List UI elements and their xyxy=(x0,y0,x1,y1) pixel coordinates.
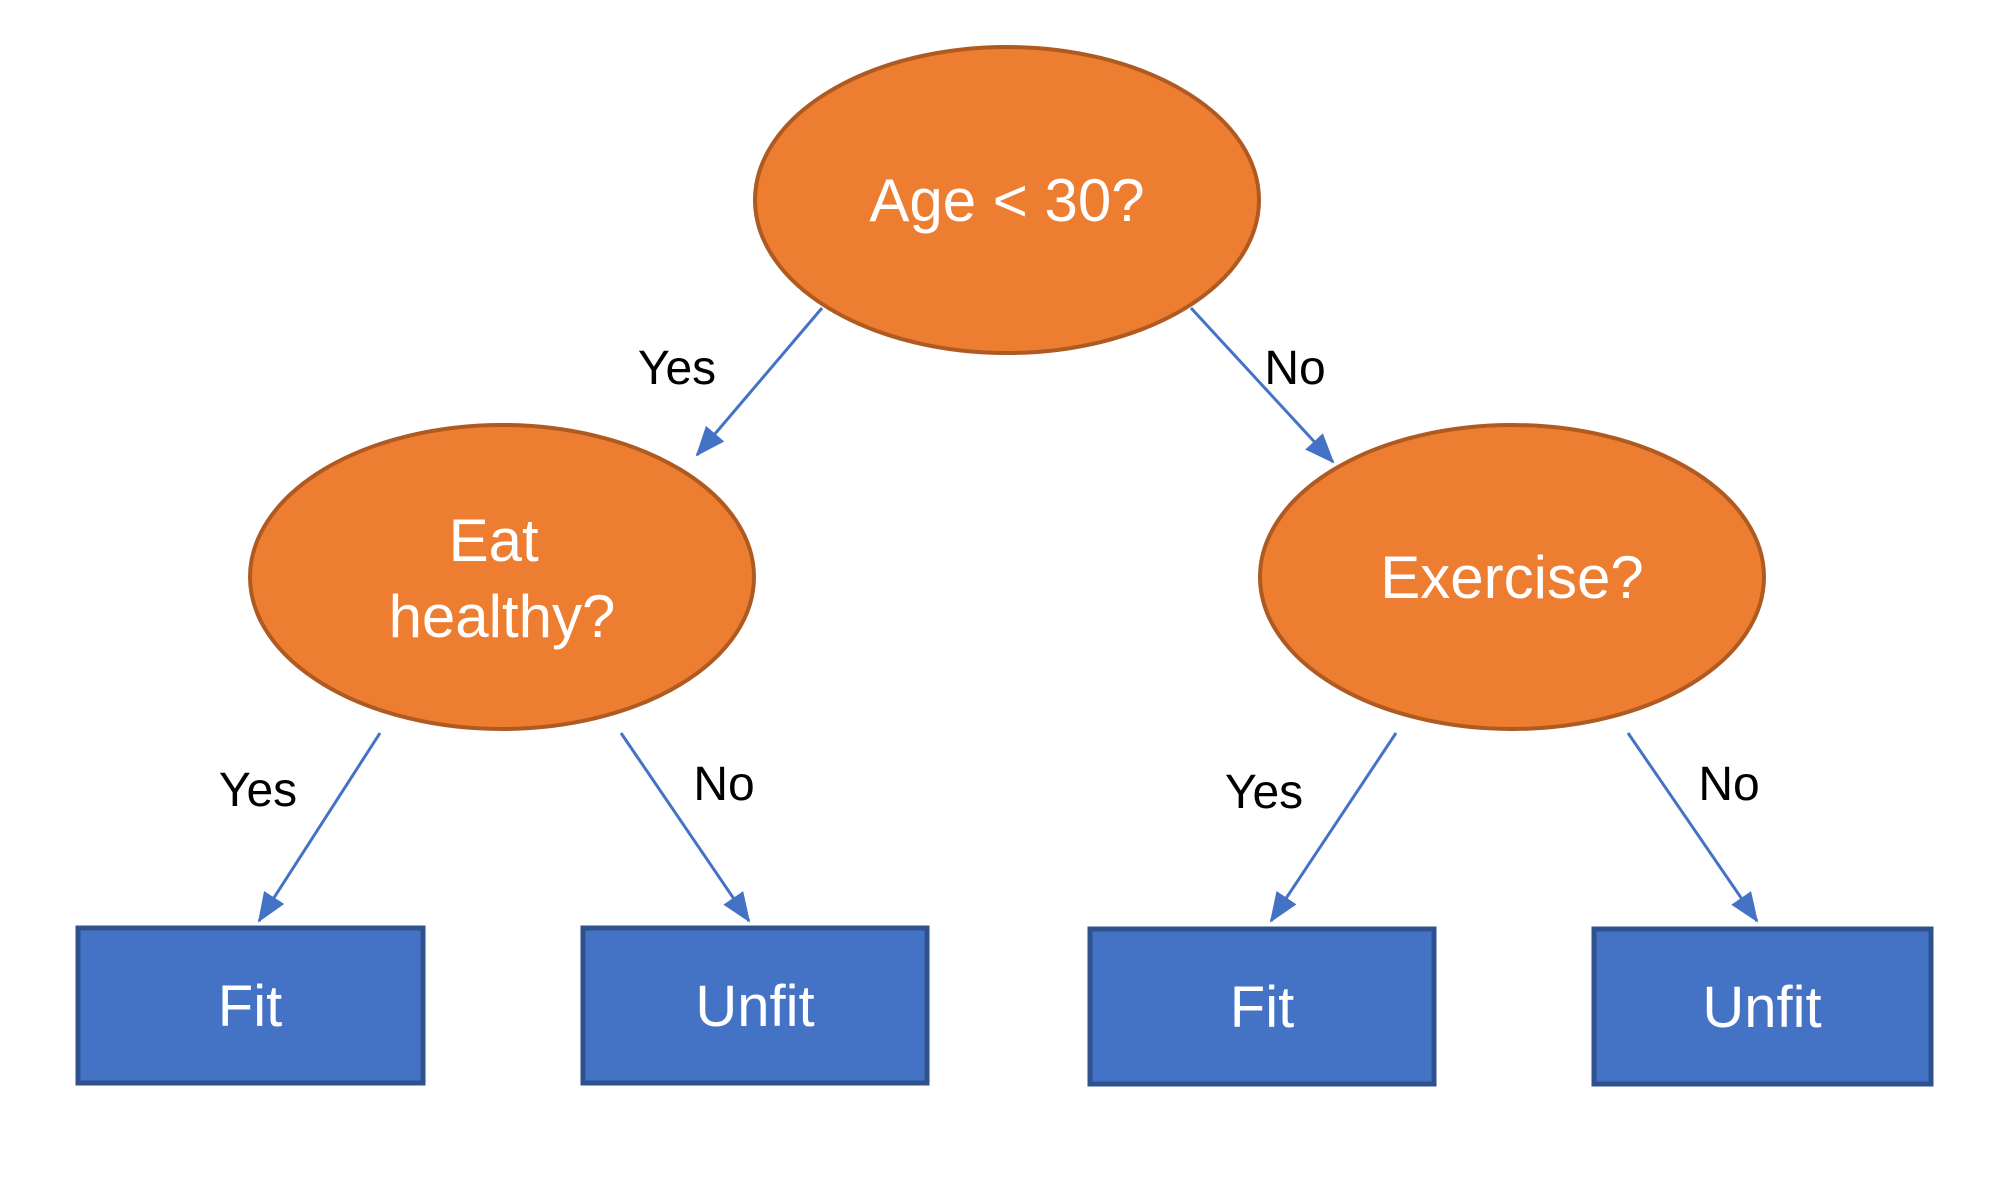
leaf-fit-right: Fit xyxy=(1087,926,1437,1087)
node-exercise-ellipse xyxy=(1258,423,1766,731)
node-exercise-label: Exercise? xyxy=(1380,544,1643,611)
edges xyxy=(257,306,1759,923)
leaf-unfit-left-label: Unfit xyxy=(695,974,814,1039)
leaf-unfit-right-box xyxy=(1591,926,1934,1087)
leaf-unfit-left-box xyxy=(580,925,930,1086)
leaf-unfit-right: Unfit xyxy=(1591,926,1934,1087)
node-age-label: Age < 30? xyxy=(869,167,1144,234)
node-eat-healthy-label-line1: Eat xyxy=(449,507,539,574)
edge-left-yes-label: Yes xyxy=(219,764,297,817)
node-eat-healthy-ellipse xyxy=(248,423,756,731)
edge-root-no-label: No xyxy=(1264,342,1325,395)
edge-root-yes-label: Yes xyxy=(638,342,716,395)
node-age: Age < 30? xyxy=(753,45,1261,355)
leaf-fit-right-box xyxy=(1087,926,1437,1087)
edge-left-no-label: No xyxy=(693,758,754,811)
edge-left-yes-arrow xyxy=(257,732,382,923)
leaf-unfit-right-label: Unfit xyxy=(1702,975,1821,1040)
node-eat-healthy: Eat healthy? xyxy=(248,423,756,731)
node-eat-healthy-label-line2: healthy? xyxy=(389,583,616,650)
node-exercise: Exercise? xyxy=(1258,423,1766,731)
leaf-unfit-left: Unfit xyxy=(580,925,930,1086)
edge-left-no-arrow xyxy=(619,732,751,923)
edge-root-no-arrow xyxy=(1189,306,1335,464)
node-age-ellipse xyxy=(753,45,1261,355)
edge-root-yes-arrow xyxy=(695,307,824,457)
leaf-fit-left: Fit xyxy=(75,925,426,1086)
node-eat-healthy-label: Eat healthy? xyxy=(389,507,616,650)
edge-labels: Yes No Yes No Yes No xyxy=(219,342,1760,819)
edge-right-no-arrow xyxy=(1626,732,1759,923)
leaf-fit-left-box xyxy=(75,925,426,1086)
edge-right-no-label: No xyxy=(1698,758,1759,811)
leaf-fit-left-label: Fit xyxy=(218,974,282,1039)
leaf-fit-right-label: Fit xyxy=(1230,975,1294,1040)
edge-right-yes-label: Yes xyxy=(1225,766,1303,819)
edge-right-yes-arrow xyxy=(1269,732,1398,923)
